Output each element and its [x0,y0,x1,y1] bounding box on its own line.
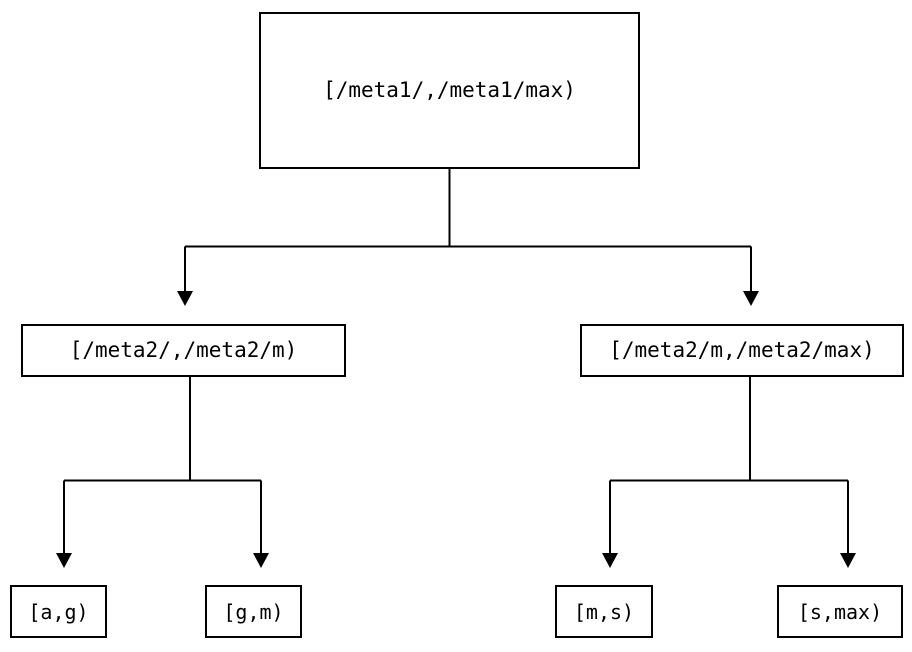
tree-node-root-label: [/meta1/,/meta1/max) [323,78,576,102]
arrowhead-icon-meta2-low [177,291,193,306]
tree-node-leaf-ms[interactable]: [m,s) [555,585,653,638]
tree-node-leaf-gm[interactable]: [g,m) [205,585,302,638]
tree-node-leaf-smax-label: [s,max) [797,599,883,624]
tree-node-meta2-low-label: [/meta2/,/meta2/m) [69,338,298,362]
arrowhead-icon-leaf-ag [56,553,72,568]
arrowhead-icon-leaf-smax [840,553,856,568]
arrowhead-icon-leaf-ms [602,553,618,568]
tree-node-root[interactable]: [/meta1/,/meta1/max) [259,12,640,169]
arrowhead-icon-meta2-high [743,291,759,306]
tree-node-leaf-smax[interactable]: [s,max) [777,585,903,638]
tree-node-leaf-gm-label: [g,m) [223,599,284,624]
tree-node-meta2-high-label: [/meta2/m,/meta2/max) [609,338,875,362]
tree-node-leaf-ag[interactable]: [a,g) [10,585,107,638]
arrowhead-icon-leaf-gm [253,553,269,568]
tree-node-leaf-ms-label: [m,s) [573,599,635,624]
tree-node-leaf-ag-label: [a,g) [28,599,89,624]
tree-node-meta2-low[interactable]: [/meta2/,/meta2/m) [21,324,346,377]
tree-node-meta2-high[interactable]: [/meta2/m,/meta2/max) [580,324,904,377]
